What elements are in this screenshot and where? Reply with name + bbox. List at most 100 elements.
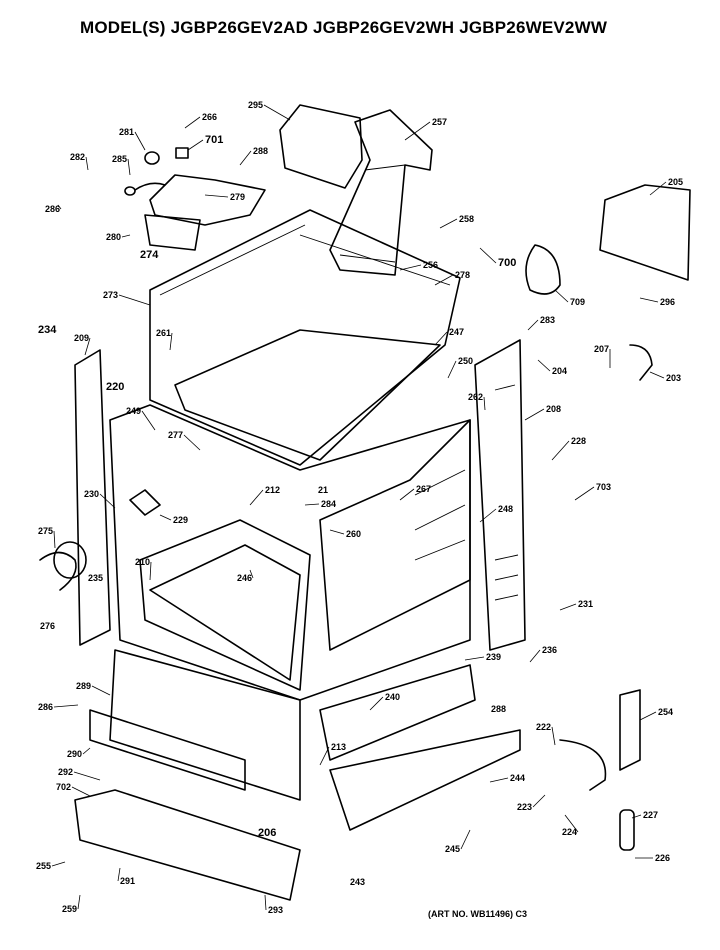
part-label-229: 229 xyxy=(173,515,188,525)
part-label-235: 235 xyxy=(88,573,103,583)
leader-line-293 xyxy=(264,894,267,911)
art-number: (ART NO. WB11496) C3 xyxy=(428,909,528,919)
leader-line-285 xyxy=(127,158,131,176)
part-label-254: 254 xyxy=(658,707,673,717)
leader-line-227 xyxy=(631,814,642,819)
leader-line-254 xyxy=(639,711,657,721)
leader-line-239 xyxy=(464,656,485,661)
part-label-231: 231 xyxy=(578,599,593,609)
part-label-256: 256 xyxy=(423,260,438,270)
part-label-286: 286 xyxy=(45,204,60,214)
leader-line-212 xyxy=(249,489,264,506)
part-label-205: 205 xyxy=(668,177,683,187)
leader-line-255 xyxy=(51,861,66,867)
part-label-295: 295 xyxy=(248,100,263,110)
leader-line-248 xyxy=(479,508,497,523)
part-label-279: 279 xyxy=(230,192,245,202)
leader-line-281 xyxy=(134,131,146,151)
part-label-285: 285 xyxy=(112,154,127,164)
part-label-281: 281 xyxy=(119,127,134,137)
part-label-222: 222 xyxy=(536,722,551,732)
leader-line-280 xyxy=(121,234,131,238)
leader-line-224 xyxy=(564,814,579,833)
part-label-255: 255 xyxy=(36,861,51,871)
part-label-259: 259 xyxy=(62,904,77,914)
leader-line-256 xyxy=(399,264,422,271)
part-label-280: 280 xyxy=(106,232,121,242)
part-label-282: 282 xyxy=(70,152,85,162)
leader-line-259 xyxy=(77,894,81,910)
part-label-228: 228 xyxy=(571,436,586,446)
part-label-286: 286 xyxy=(38,702,53,712)
part-label-226: 226 xyxy=(655,853,670,863)
leader-line-244 xyxy=(489,777,509,783)
part-label-230: 230 xyxy=(84,489,99,499)
part-label-703: 703 xyxy=(596,482,611,492)
leader-line-703 xyxy=(574,486,595,501)
part-label-266: 266 xyxy=(202,112,217,122)
part-label-267: 267 xyxy=(416,484,431,494)
leader-line-205 xyxy=(649,181,667,196)
leader-line-296 xyxy=(639,297,659,303)
leader-line-250 xyxy=(447,360,457,379)
part-label-262: 262 xyxy=(468,392,483,402)
part-label-224: 224 xyxy=(562,827,577,837)
part-label-276: 276 xyxy=(40,621,55,631)
leader-line-228 xyxy=(551,440,570,461)
leader-line-230 xyxy=(99,493,116,509)
leader-line-702 xyxy=(71,786,91,797)
filter-panel xyxy=(279,104,363,189)
part-label-236: 236 xyxy=(542,645,557,655)
part-label-273: 273 xyxy=(103,290,118,300)
leader-line-701 xyxy=(187,139,204,151)
leader-line-278 xyxy=(434,274,454,286)
part-label-701: 701 xyxy=(205,134,223,146)
part-label-284: 284 xyxy=(321,499,336,509)
leader-line-273 xyxy=(118,294,151,306)
leader-line-257 xyxy=(404,121,431,141)
part-label-213: 213 xyxy=(331,742,346,752)
leader-line-277 xyxy=(183,434,201,451)
leader-line-261 xyxy=(169,332,173,351)
vent-duct xyxy=(329,109,433,276)
leader-line-295 xyxy=(263,104,291,121)
leader-line-245 xyxy=(460,829,471,850)
leader-line-279 xyxy=(204,194,229,198)
diagram-title: MODEL(S) JGBP26GEV2AD JGBP26GEV2WH JGBP2… xyxy=(80,18,608,37)
leader-line-209 xyxy=(84,337,91,356)
part-label-288: 288 xyxy=(491,704,506,714)
part-label-248: 248 xyxy=(498,504,513,514)
oven-body xyxy=(109,404,471,701)
leader-line-229 xyxy=(159,514,172,521)
part-label-290: 290 xyxy=(67,749,82,759)
leader-line-288 xyxy=(239,150,252,166)
part-label-203: 203 xyxy=(666,373,681,383)
leader-line-223 xyxy=(532,794,546,808)
leader-line-210 xyxy=(149,561,152,581)
leader-line-231 xyxy=(559,603,577,611)
part-label-244: 244 xyxy=(510,773,525,783)
leader-line-204 xyxy=(537,359,551,372)
leader-line-246 xyxy=(249,569,254,579)
part-label-204: 204 xyxy=(552,366,567,376)
part-label-258: 258 xyxy=(459,214,474,224)
part-label-250: 250 xyxy=(458,356,473,366)
leader-line-290 xyxy=(82,747,91,755)
left-side-panel xyxy=(74,349,111,646)
part-label-261: 261 xyxy=(156,328,171,338)
part-label-249: 249 xyxy=(126,406,141,416)
leader-line-282 xyxy=(85,156,89,171)
right-side-panel xyxy=(474,339,526,651)
leader-line-247 xyxy=(434,331,448,346)
part-label-275: 275 xyxy=(38,526,53,536)
part-label-227: 227 xyxy=(643,810,658,820)
leader-line-262 xyxy=(483,396,486,411)
part-label-245: 245 xyxy=(445,844,460,854)
leader-line-260 xyxy=(329,529,345,535)
leader-line-291 xyxy=(117,867,121,882)
part-label-240: 240 xyxy=(385,692,400,702)
leader-line-203 xyxy=(649,371,665,379)
part-label-700: 700 xyxy=(498,257,516,269)
part-label-209: 209 xyxy=(74,333,89,343)
